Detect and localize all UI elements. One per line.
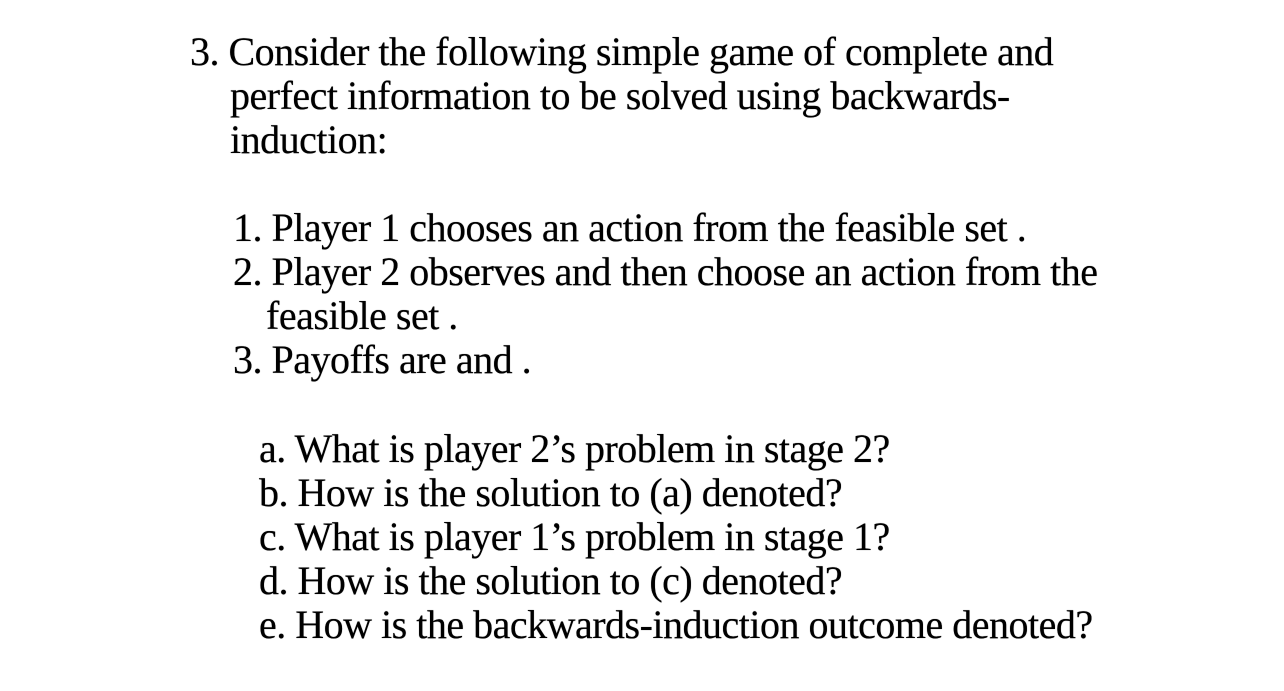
step-item-2-line-1: 2. Player 2 observes and then choose an … <box>233 249 1098 294</box>
sub-question-d: d. How is the solution to (c) denoted? <box>259 558 843 603</box>
step-item-2-line-2: feasible set . <box>266 293 458 338</box>
main-question-line-1: 3. Consider the following simple game of… <box>190 29 1054 74</box>
step-item-3: 3. Payoffs are and . <box>233 337 532 382</box>
main-question-line-3: induction: <box>230 117 388 162</box>
sub-question-c: c. What is player 1’s problem in stage 1… <box>259 514 890 559</box>
step-item-1: 1. Player 1 chooses an action from the f… <box>233 205 1027 250</box>
main-question-line-2: perfect information to be solved using b… <box>230 73 1010 118</box>
sub-question-b: b. How is the solution to (a) denoted? <box>259 470 843 515</box>
sub-question-a: a. What is player 2’s problem in stage 2… <box>259 426 890 471</box>
sub-question-e: e. How is the backwards-induction outcom… <box>259 602 1093 647</box>
